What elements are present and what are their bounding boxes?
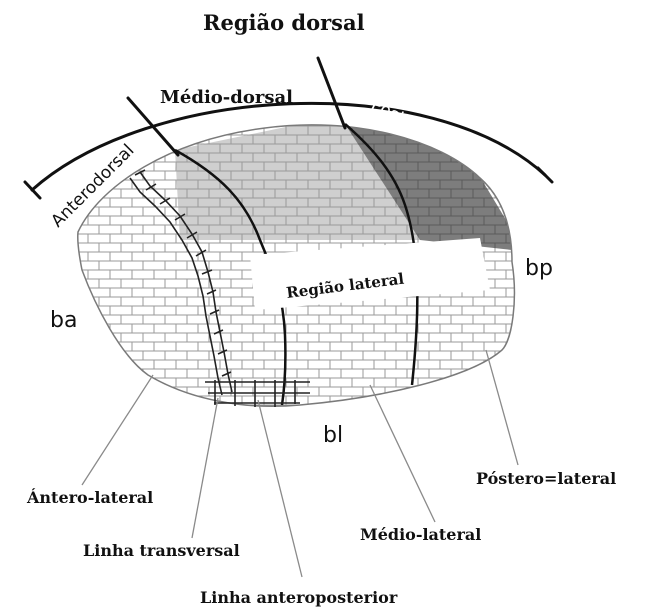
medio-dorsal-label: Médio-dorsal — [160, 87, 293, 108]
linha-transversal-callout: Linha transversal — [83, 541, 240, 560]
antero-lateral-callout: Ántero-lateral — [26, 487, 153, 507]
regiao-dorsal-title: Região dorsal — [203, 10, 365, 35]
postero-lateral-callout: Póstero=lateral — [476, 469, 616, 488]
linha-anteroposterior-callout: Linha anteroposterior — [200, 588, 398, 607]
medio-lateral-callout: Médio-lateral — [360, 525, 481, 544]
border-lateral-label: bl — [323, 423, 343, 448]
border-anterior-label: ba — [50, 308, 77, 333]
border-posterior-label: bp — [525, 256, 553, 281]
